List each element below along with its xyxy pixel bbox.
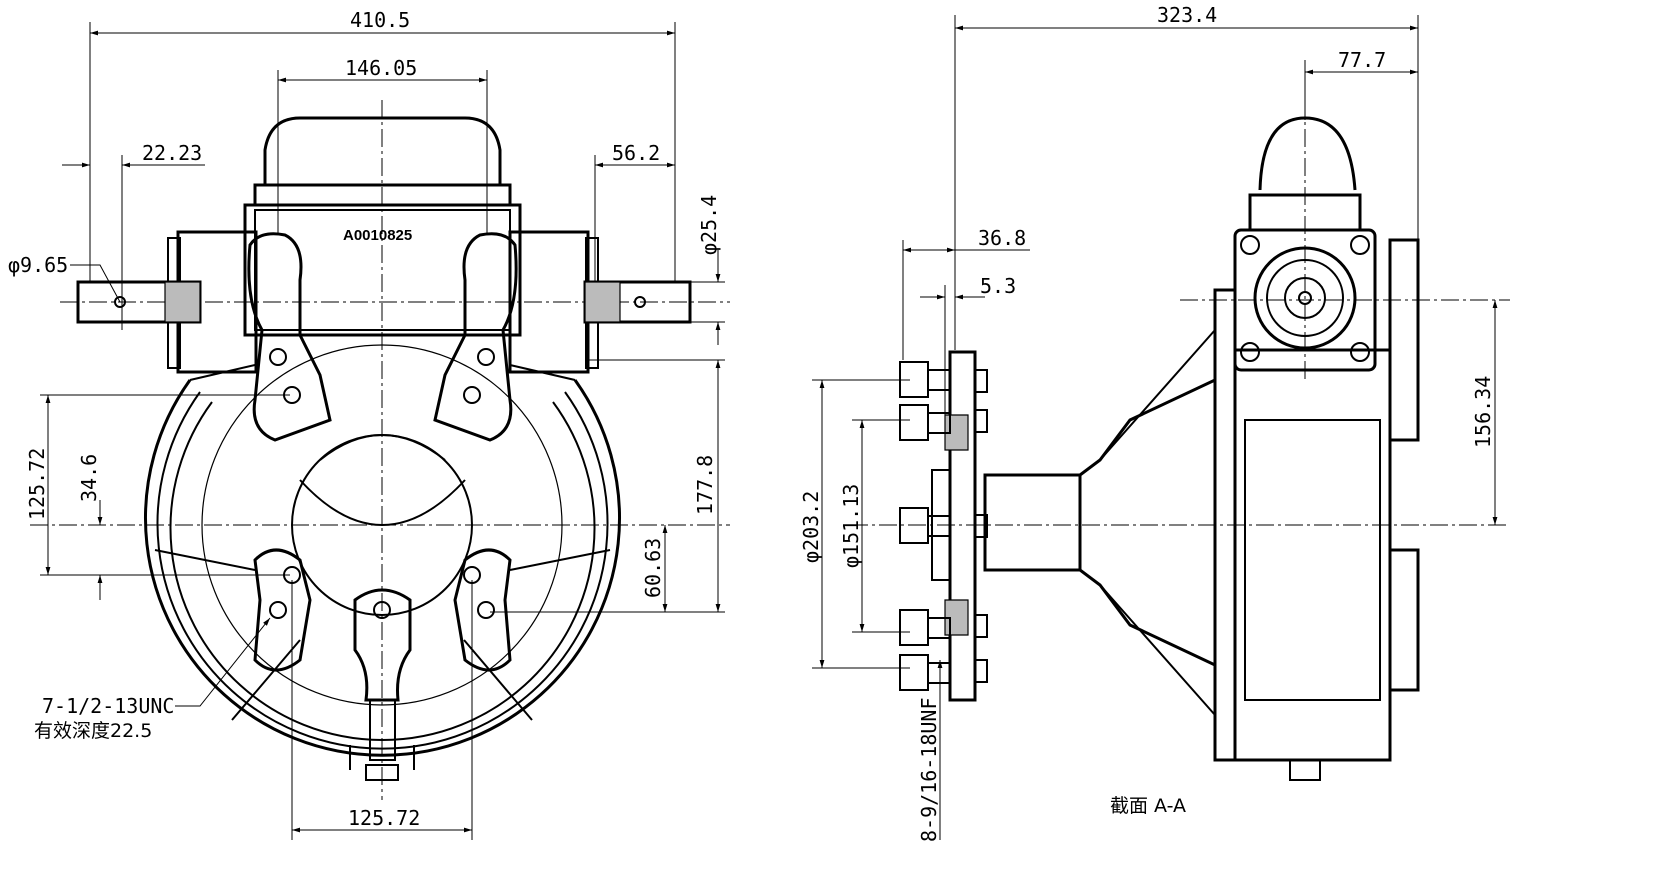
flange-bolts <box>899 361 988 691</box>
flange-thread-label: 8-9/16-18UNF <box>917 698 941 843</box>
dim-bolt-offset: 34.6 <box>77 454 101 502</box>
dim-section-shaft-height: 156.34 <box>1471 376 1495 448</box>
dim-overall-width: 410.5 <box>350 8 410 32</box>
front-view: A0010825 <box>8 8 730 840</box>
flange <box>899 350 988 702</box>
dim-pin-diameter: φ9.65 <box>8 253 68 277</box>
dim-overall-length: 323.4 <box>1157 3 1217 27</box>
thread-spec-label: 7-1/2-13UNC <box>42 694 174 718</box>
output-shaft-section <box>983 473 1082 572</box>
dim-shaft-height: 177.8 <box>693 455 717 515</box>
gearbox-top-body <box>167 116 599 374</box>
dim-left-shaft-offset: 22.23 <box>142 141 202 165</box>
dim-top-offset: 77.7 <box>1338 48 1386 72</box>
dim-bottom-bolt-spacing: 125.72 <box>348 806 420 830</box>
dim-flange-thickness: 5.3 <box>980 274 1016 298</box>
dim-outer-bolt-circle: φ203.2 <box>799 491 823 563</box>
dim-right-shaft-offset: 56.2 <box>612 141 660 165</box>
gearbox-housing-side <box>1213 116 1420 781</box>
dim-shaft-diameter: φ25.4 <box>697 195 721 255</box>
input-shaft-left <box>76 280 202 324</box>
output-shaft-right <box>583 280 692 324</box>
dim-inner-bolt-circle: φ151.13 <box>839 484 863 568</box>
cone-adapter <box>1078 377 1217 668</box>
thread-depth-label: 有效深度22.5 <box>34 720 152 742</box>
front-dimensions <box>40 22 725 840</box>
dim-top-width: 146.05 <box>345 56 417 80</box>
part-number-label: A0010825 <box>343 227 412 244</box>
round-housing <box>144 344 621 770</box>
dim-vertical-bolt-spacing: 125.72 <box>25 448 49 520</box>
section-dimensions <box>812 15 1498 840</box>
dim-lower-bolt-offset: 60.63 <box>641 538 665 598</box>
section-view: 323.4 77.7 36.8 5.3 156.34 φ203.2 φ151.1… <box>799 3 1510 842</box>
dim-flange-offset: 36.8 <box>978 226 1026 250</box>
section-label: 截面 A-A <box>1110 795 1186 817</box>
